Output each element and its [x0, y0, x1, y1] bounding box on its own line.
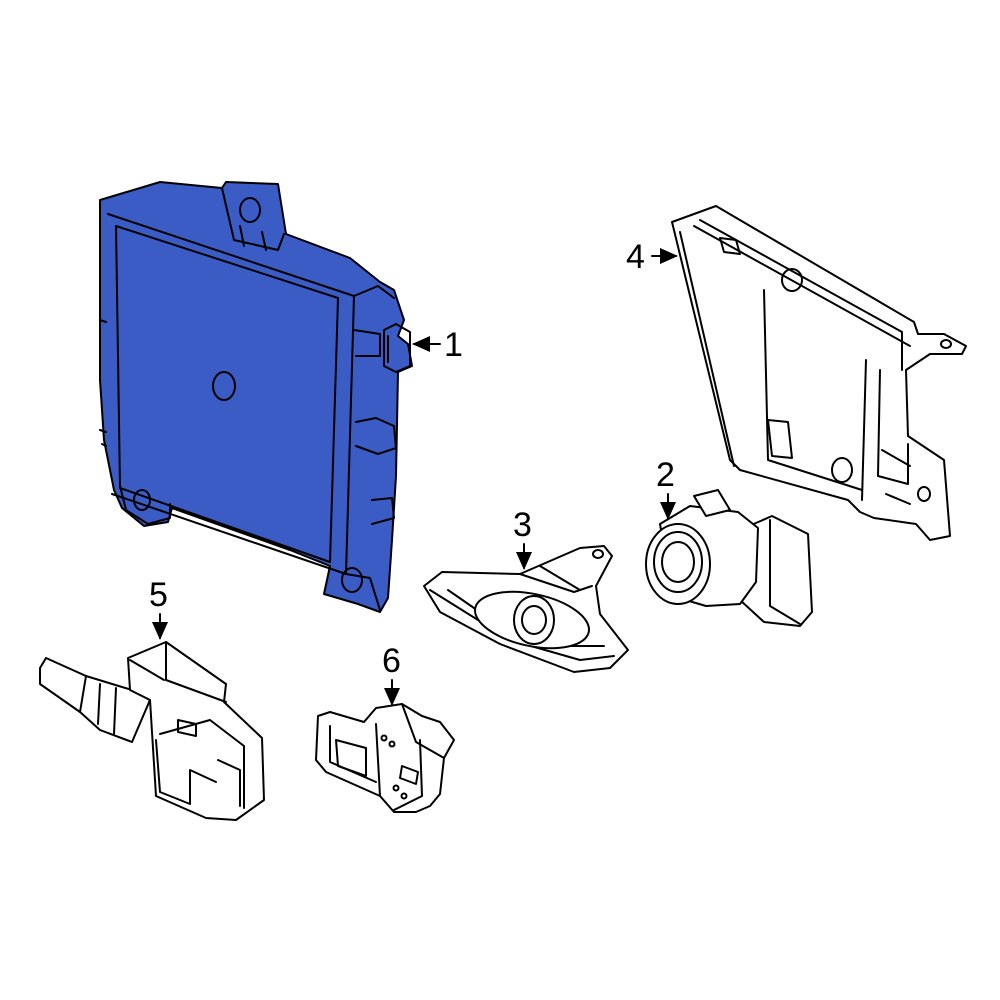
part-sensor-holder[interactable]	[315, 703, 455, 813]
callout-4: 4	[626, 238, 678, 276]
part-parking-sensor[interactable]	[645, 489, 813, 627]
callout-3: 3	[513, 506, 532, 570]
callout-6: 6	[382, 642, 401, 706]
module-face	[115, 225, 339, 563]
callout-4-label: 4	[626, 238, 645, 276]
callout-2-label: 2	[656, 456, 675, 494]
callout-5: 5	[149, 576, 168, 640]
part-sensor-retainer[interactable]	[423, 545, 629, 673]
part-module[interactable]	[99, 181, 413, 613]
callout-1-label: 1	[444, 326, 463, 364]
part-bracket[interactable]	[671, 205, 967, 541]
callout-6-label: 6	[382, 642, 401, 680]
callout-2: 2	[656, 456, 676, 520]
part-wire-connector[interactable]	[39, 641, 265, 821]
wire-tail	[39, 657, 151, 743]
callout-1: 1	[412, 326, 463, 364]
callout-3-label: 3	[513, 506, 532, 544]
callout-5-label: 5	[149, 576, 168, 614]
